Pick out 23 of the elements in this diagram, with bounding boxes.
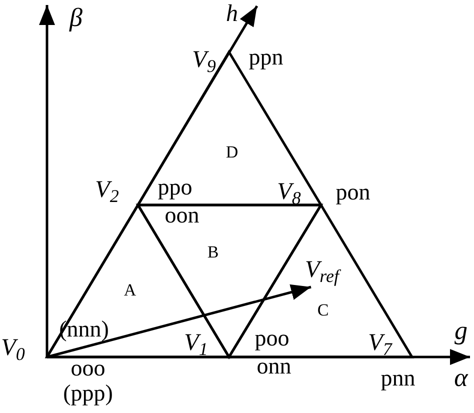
switching-state-label: poo <box>254 326 290 350</box>
axis-label: α <box>454 365 468 391</box>
vertex-label: V$_{1}$ <box>184 331 208 355</box>
vertex-label: V$_{2}$ <box>95 178 119 202</box>
region-label: A <box>124 282 136 298</box>
vertex-label: V$_{8}$ <box>277 180 301 204</box>
axis-label: g <box>454 318 468 344</box>
vertex-label: V$_{0}$ <box>1 336 25 360</box>
region-label: D <box>226 144 238 160</box>
vertex-label: V$_{7}$ <box>368 331 392 355</box>
vertex-label: V$_{9}$ <box>192 48 216 72</box>
axis-label: h <box>226 2 238 26</box>
switching-state-label: (ppp) <box>63 382 113 404</box>
switching-state-label: ppo <box>158 176 192 198</box>
switching-state-label: ooo <box>70 356 106 380</box>
switching-state-label: pnn <box>380 366 416 390</box>
region-label: C <box>317 302 329 318</box>
switching-state-label: pon <box>336 180 370 204</box>
switching-state-label: oon <box>164 204 200 226</box>
switching-state-label: onn <box>256 354 292 378</box>
axis-label: β <box>70 5 82 31</box>
switching-state-label: ppn <box>248 46 284 68</box>
region-label: B <box>207 244 219 260</box>
